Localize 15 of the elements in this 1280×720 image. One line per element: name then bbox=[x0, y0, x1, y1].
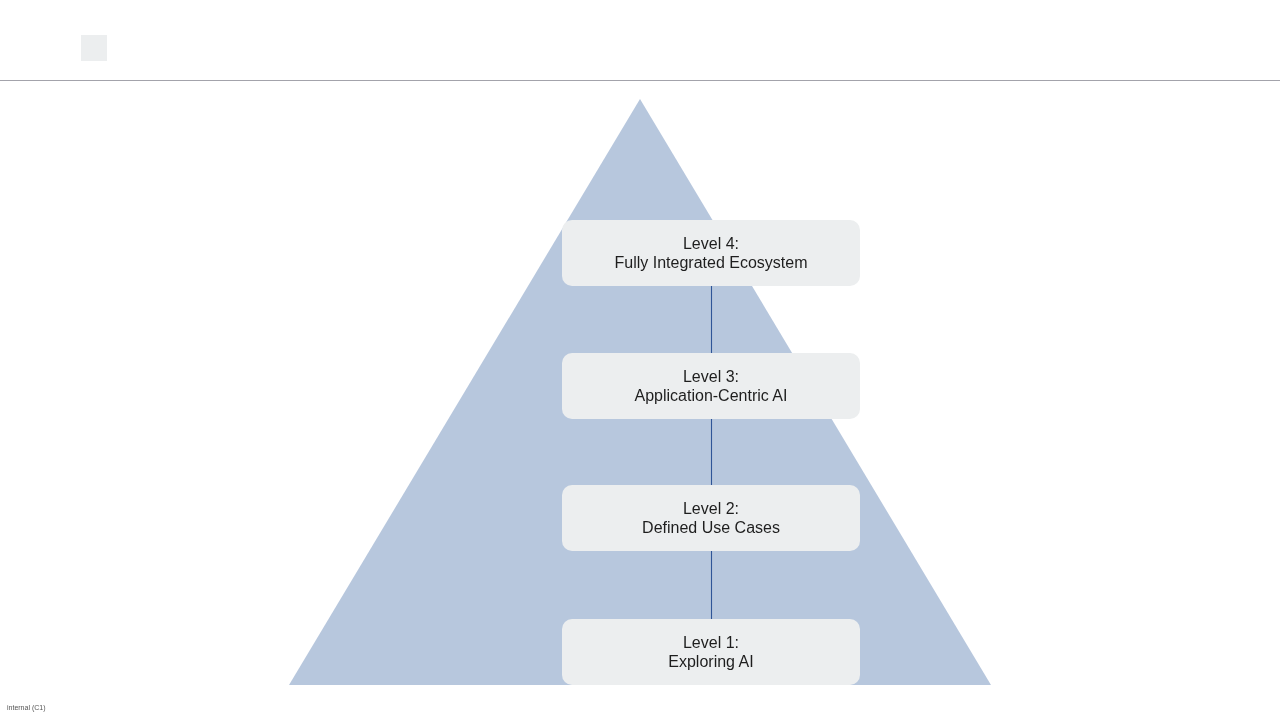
level-heading: Level 4: bbox=[682, 234, 739, 253]
level-title: Defined Use Cases bbox=[642, 518, 780, 537]
level-box bbox=[562, 220, 860, 286]
connector-line bbox=[710, 550, 713, 620]
level-heading: Level 3: bbox=[682, 367, 739, 386]
level-title: Application-Centric AI bbox=[634, 386, 788, 405]
connector-line bbox=[710, 285, 713, 354]
level-box bbox=[562, 619, 860, 685]
level-heading: Level 2: bbox=[682, 499, 739, 518]
level-box bbox=[562, 485, 860, 551]
level-title: Exploring AI bbox=[668, 652, 754, 671]
connector-line bbox=[710, 418, 713, 486]
level-box bbox=[562, 353, 860, 419]
level-title: Fully Integrated Ecosystem bbox=[614, 253, 808, 272]
level-heading: Level 1: bbox=[682, 633, 739, 652]
